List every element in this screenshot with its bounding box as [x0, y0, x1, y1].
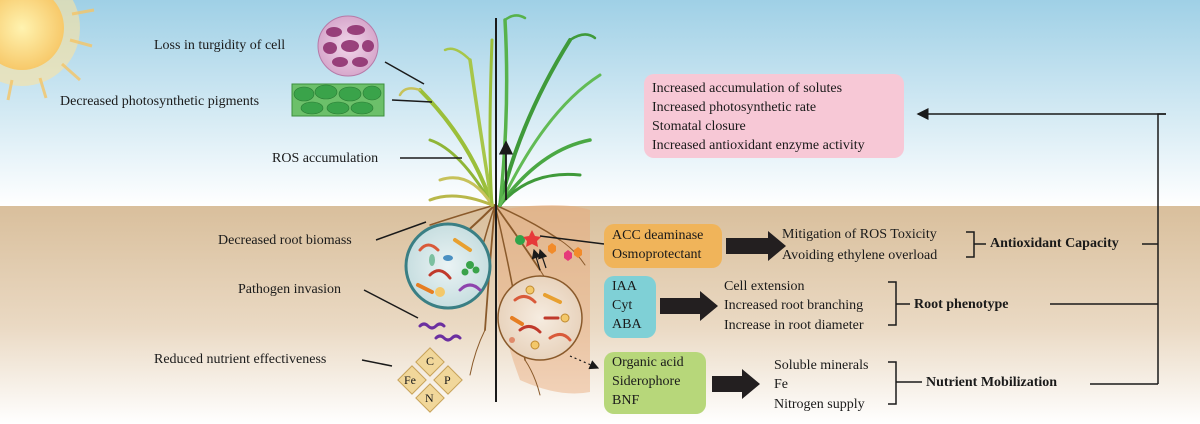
mobilization-item-2: Fe: [774, 377, 788, 392]
tile-c: C: [426, 354, 435, 368]
sun-icon: [0, 0, 95, 101]
mobilization-item-3: Nitrogen supply: [774, 397, 865, 412]
left-connectors: [361, 61, 462, 367]
phenotype-arrow: [660, 291, 718, 321]
label-pathogen: Pathogen invasion: [238, 282, 342, 297]
plant-response-box: Increased accumulation of solutes Increa…: [644, 74, 904, 158]
mobilization-arrow: [712, 369, 760, 399]
phenotype-item-2: Increased root branching: [724, 298, 864, 313]
pigment-image: [291, 83, 385, 117]
pathogen-microbe-circle: [404, 222, 492, 310]
label-turgidity: Loss in turgidity of cell: [154, 38, 286, 53]
nutrient-tiles: [397, 347, 463, 413]
hormone-line-1: IAA: [612, 279, 637, 294]
turgid-cell-image: [317, 15, 379, 77]
mobil-line-2: Siderophore: [612, 374, 681, 389]
response-line-1: Increased accumulation of solutes: [652, 81, 843, 96]
hormone-line-2: Cyt: [612, 298, 633, 313]
brackets: [888, 231, 986, 405]
antioxidant-arrow: [726, 231, 786, 261]
mobilization-box: Organic acid Siderophore BNF: [604, 352, 706, 414]
mobilization-item-1: Soluble minerals: [774, 358, 869, 373]
mobil-line-3: BNF: [612, 393, 640, 408]
mobil-line-1: Organic acid: [612, 355, 684, 370]
antioxidant-item-2: Avoiding ethylene overload: [782, 248, 938, 263]
phenotype-item-1: Cell extension: [724, 279, 805, 294]
label-nutrient: Reduced nutrient effectiveness: [154, 352, 327, 367]
antioxidant-label: Antioxidant Capacity: [990, 236, 1119, 251]
acc-line-1: ACC deaminase: [612, 228, 704, 243]
hormone-box: IAA Cyt ABA: [604, 276, 656, 338]
label-pigments: Decreased photosynthetic pigments: [60, 94, 260, 109]
tile-fe: Fe: [404, 373, 416, 387]
sky-background: [0, 0, 1200, 206]
soil-background: [0, 206, 1200, 424]
mobilization-label: Nutrient Mobilization: [926, 375, 1058, 390]
label-root-biomass: Decreased root biomass: [218, 233, 352, 248]
root-signal-arrows: [531, 248, 548, 271]
hormone-line-3: ABA: [612, 317, 642, 332]
phenotype-label: Root phenotype: [914, 297, 1009, 312]
response-line-4: Increased antioxidant enzyme activity: [652, 138, 865, 153]
pathogen-icon: [418, 322, 462, 342]
response-line-3: Stomatal closure: [652, 119, 746, 134]
signal-molecules: [515, 230, 582, 261]
tile-n: N: [425, 391, 434, 405]
antioxidant-item-1: Mitigation of ROS Toxicity: [782, 227, 937, 242]
acc-connector: [539, 235, 605, 245]
beneficial-microbe-circle: [497, 275, 583, 361]
response-line-2: Increased photosynthetic rate: [652, 100, 817, 115]
mobilization-dotted-arrow: [569, 355, 600, 370]
phenotype-item-3: Increase in root diameter: [724, 318, 864, 333]
acc-line-2: Osmoprotectant: [612, 247, 702, 262]
label-ros: ROS accumulation: [272, 151, 379, 166]
acc-box: ACC deaminase Osmoprotectant: [604, 224, 722, 268]
tile-p: P: [444, 373, 451, 387]
